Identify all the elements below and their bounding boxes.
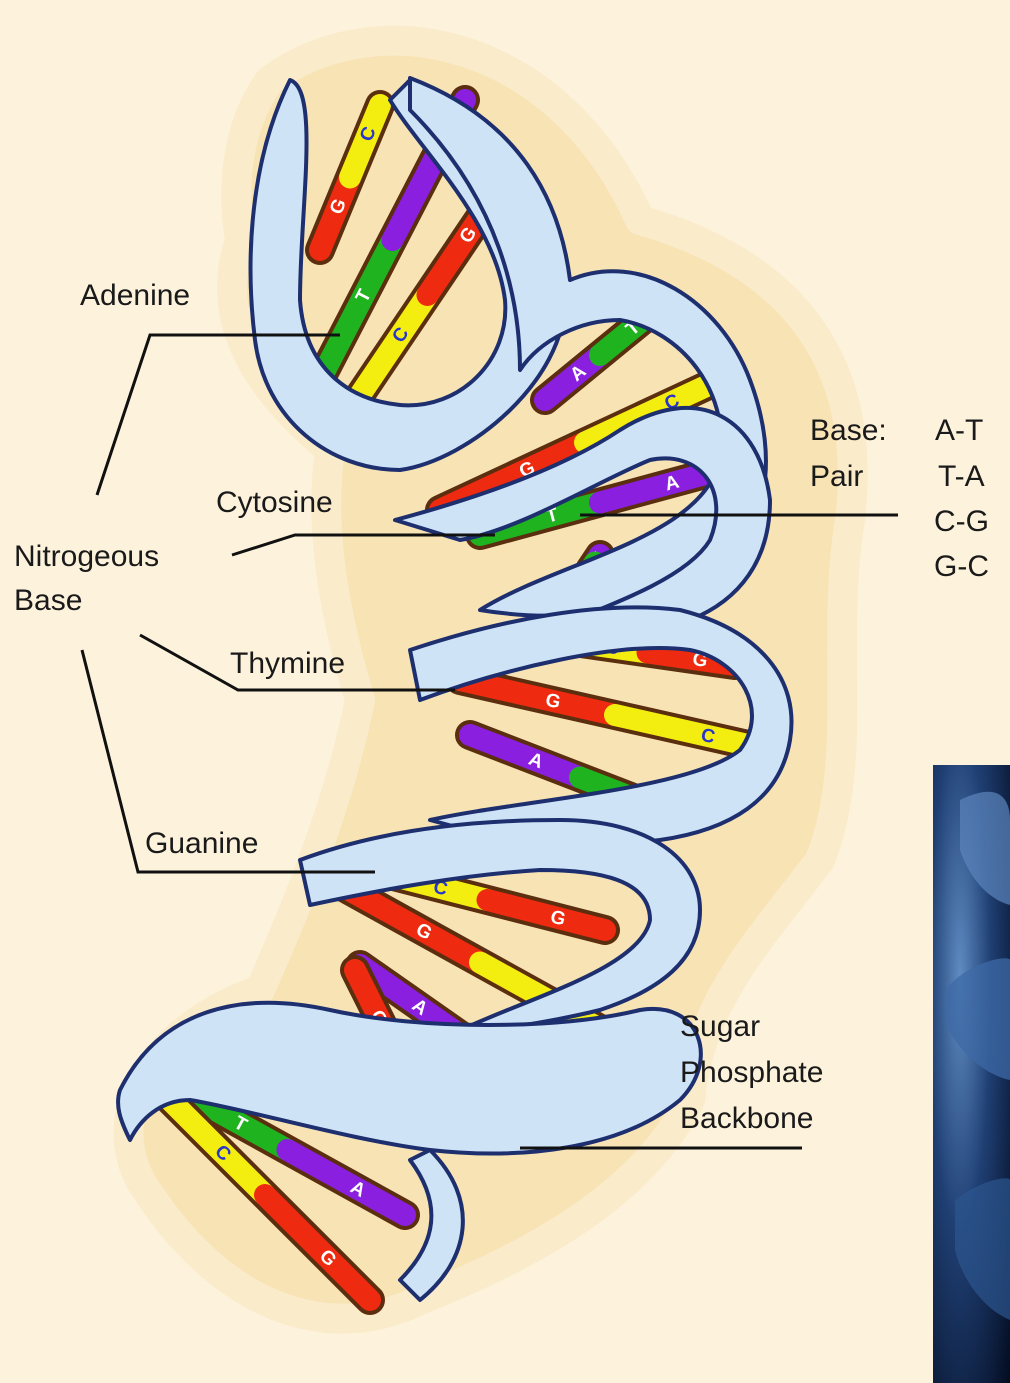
base-pair-at: A-T bbox=[935, 414, 983, 447]
base-pair-label-line2: Pair bbox=[810, 460, 863, 493]
guanine-label: Guanine bbox=[145, 827, 258, 860]
backbone-label-line1: Sugar bbox=[680, 1010, 760, 1043]
base-pair-cg: C-G bbox=[934, 505, 989, 538]
base-pair-label-line1: Base: bbox=[810, 414, 887, 447]
thymine-label: Thymine bbox=[230, 647, 345, 680]
nitrogenous-base-label-line2: Base bbox=[14, 584, 82, 617]
nitrogenous-base-label-line1: Nitrogeous bbox=[14, 540, 159, 573]
cytosine-label: Cytosine bbox=[216, 486, 333, 519]
microscopy-photo bbox=[933, 765, 1010, 1383]
base-pair-gc: G-C bbox=[934, 550, 989, 583]
adenine-label: Adenine bbox=[80, 279, 190, 312]
backbone-label-line2: Phosphate bbox=[680, 1056, 823, 1089]
base-pair-ta: T-A bbox=[938, 460, 985, 493]
backbone-label-line3: Backbone bbox=[680, 1102, 813, 1135]
